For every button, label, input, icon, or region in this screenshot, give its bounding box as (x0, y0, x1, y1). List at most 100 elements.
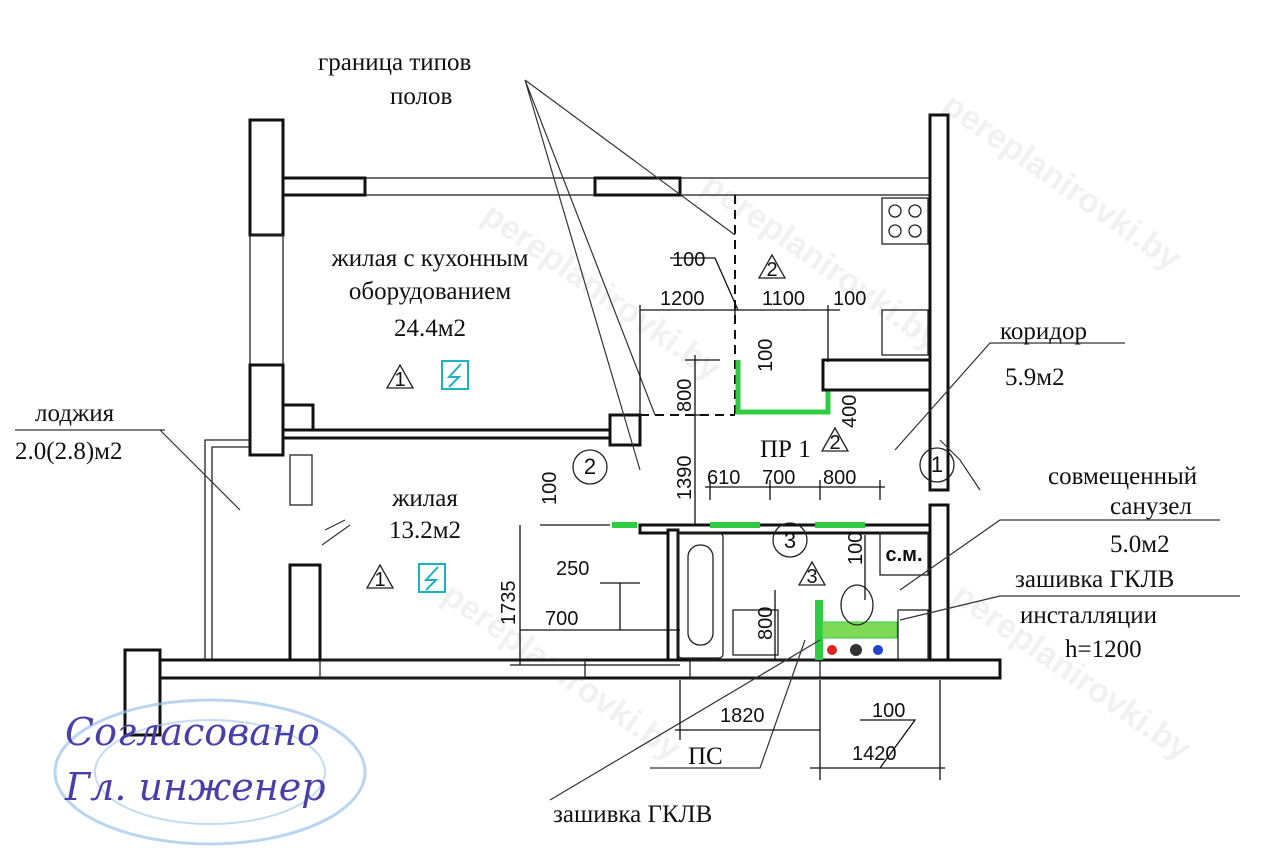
room-name-corridor: коридор (1000, 318, 1087, 345)
left-wall (248, 363, 285, 457)
room-area-living-kitchen: 24.4м2 (394, 315, 466, 342)
room-labels: граница типов полов жилая с кухонным обо… (15, 49, 1197, 828)
room-area-living: 13.2м2 (389, 517, 461, 544)
kitchen-sink-icon (881, 309, 929, 356)
dimension-lines (510, 257, 945, 780)
stove-icon (881, 197, 929, 245)
leader-lines (15, 79, 1240, 801)
gklv-label: зашивка ГКЛВ (1015, 566, 1174, 593)
marker-label: 1 (931, 452, 943, 477)
shaft-box (897, 609, 929, 661)
triangle-icon (797, 560, 827, 586)
floor-border-label: граница типов (318, 49, 471, 76)
washing-machine-label: с.м. (885, 544, 922, 566)
room-name-living: жилая (391, 485, 458, 512)
triangle-label: 2 (766, 259, 777, 281)
dimension-label: 100 (755, 339, 777, 372)
triangle-icon (365, 563, 395, 589)
dimension-label: 1390 (674, 456, 696, 501)
watermark: pereplanirovki.by (935, 85, 1187, 278)
dimension-label: 1200 (660, 288, 705, 310)
triangle-icon (820, 426, 850, 452)
triangle-markers: 1 1 2 2 3 (365, 253, 850, 593)
walls (123, 113, 1002, 737)
dimension-label: 100 (845, 532, 867, 565)
marker-circle (919, 447, 955, 483)
bottom-wall (123, 658, 1002, 680)
washbasin-icon (732, 609, 779, 656)
dimension-label: 1820 (720, 705, 765, 727)
kitchen-counter (821, 358, 932, 392)
gklv-label: зашивка ГКЛВ (553, 801, 712, 828)
triangle-label: 1 (394, 369, 405, 391)
washing-machine-box (879, 532, 929, 576)
dimension-label: 1735 (498, 581, 520, 626)
marker-circle (572, 449, 608, 485)
floor-border-label: полов (390, 83, 452, 110)
dimension-label: 100 (833, 288, 866, 310)
dimension-label: 610 (707, 467, 740, 489)
dimension-label: 700 (545, 608, 578, 630)
dimension-label: 700 (762, 467, 795, 489)
room-name-living-kitchen: оборудованием (349, 278, 511, 305)
room-name-loggia: лоджия (35, 400, 115, 427)
marker-label: 3 (784, 528, 796, 553)
room-name-bathroom: санузел (1110, 493, 1192, 520)
wall-segment (288, 563, 322, 662)
watermark: pereplanirovki.by (695, 165, 947, 358)
bottom-window (319, 659, 586, 679)
balcony-door (289, 454, 313, 506)
dimension-label: 800 (674, 379, 696, 412)
top-wall-segment (593, 176, 682, 197)
loggia-rail (204, 439, 250, 660)
triangle-icon (757, 253, 787, 279)
dimension-label: 100 (872, 700, 905, 722)
opening-label: ПР 1 (760, 436, 811, 463)
room-area-corridor: 5.9м2 (1005, 364, 1065, 391)
marker-circle (772, 522, 808, 558)
toilet-icon (840, 584, 874, 626)
marker-label: 2 (584, 454, 596, 479)
signature-line: Согласовано (65, 710, 320, 754)
signature-line: Гл. инженер (64, 765, 326, 809)
dimension-label: 400 (839, 395, 861, 428)
gklv-strip (815, 600, 823, 660)
sewer-pipe-icon (850, 644, 862, 656)
dimension-labels: 100 1200 1100 100 100 800 400 1390 610 7… (498, 249, 905, 765)
ps-label: ПС (688, 743, 723, 770)
installation-height-label: h=1200 (1065, 636, 1142, 663)
gklv-strip (710, 522, 760, 528)
right-wall (928, 503, 950, 677)
cold-water-pipe-icon (873, 645, 883, 655)
approval-stamp: Согласовано Гл. инженер (53, 698, 367, 846)
bathroom-wall (666, 528, 680, 662)
gklv-box (735, 360, 831, 415)
triangle-label: 2 (829, 432, 840, 454)
electric-icon (418, 563, 446, 593)
loggia-wall (123, 648, 162, 737)
top-wall-segment (281, 176, 367, 197)
installation-box (821, 621, 898, 639)
right-wall (928, 113, 950, 492)
dimension-label: 800 (755, 607, 777, 640)
dimension-label: 1100 (762, 288, 805, 310)
triangle-label: 3 (806, 566, 817, 588)
installation-label: инсталляции (1020, 602, 1157, 629)
hot-water-pipe-icon (827, 645, 837, 655)
electric-icon (441, 360, 469, 390)
fixtures (677, 197, 932, 661)
gklv-strip (612, 522, 637, 528)
partition-wall (281, 428, 612, 440)
dimension-label: 100 (539, 472, 561, 505)
left-window (249, 234, 284, 366)
dimension-label: 1420 (852, 743, 897, 765)
bathtub-icon (677, 532, 724, 659)
room-name-living-kitchen: жилая с кухонным (330, 245, 528, 272)
triangle-icon (385, 363, 415, 389)
room-area-bathroom: 5.0м2 (1110, 531, 1170, 558)
room-area-loggia: 2.0(2.8)м2 (15, 438, 122, 465)
dimension-label: 800 (823, 467, 856, 489)
gklv-strip (815, 522, 865, 528)
bathroom-wall (638, 523, 932, 535)
